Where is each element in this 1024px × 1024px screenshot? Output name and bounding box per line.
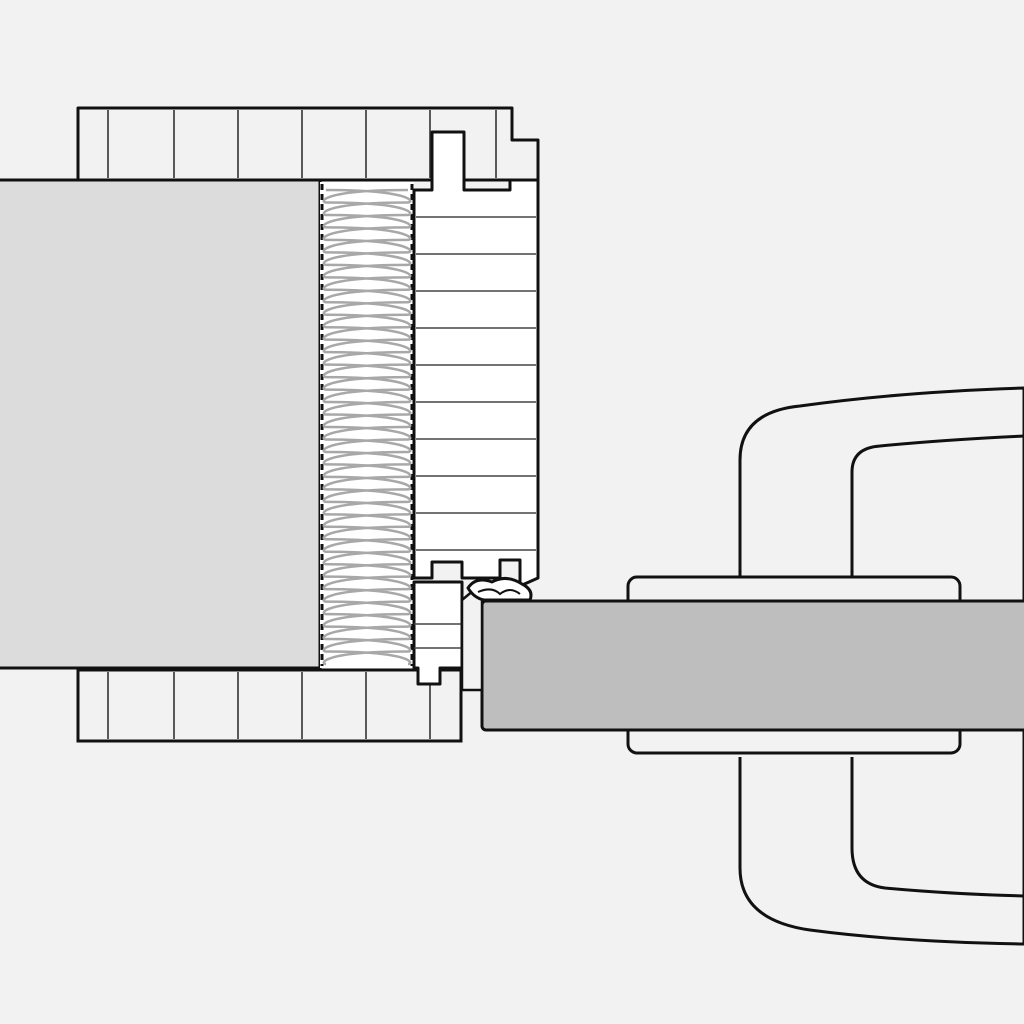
- door-leaf: [480, 599, 1024, 732]
- bottom-cladding: [76, 668, 463, 743]
- bottom-cladding-outline: [76, 668, 463, 743]
- insulation-outline: [320, 182, 414, 668]
- rebate-seal: [466, 577, 533, 602]
- insulation-layer: [320, 182, 414, 668]
- wall-section: [0, 178, 322, 670]
- insulation-zigzag: [322, 188, 412, 666]
- frame-stop-bead: [460, 588, 484, 692]
- top-cladding: [76, 106, 540, 182]
- frame-lower-block: [412, 580, 464, 686]
- handle-inner-contour: [850, 434, 1024, 898]
- frame-outline: [412, 130, 540, 588]
- top-cladding-outline: [76, 106, 540, 182]
- frame-profile: [412, 130, 540, 692]
